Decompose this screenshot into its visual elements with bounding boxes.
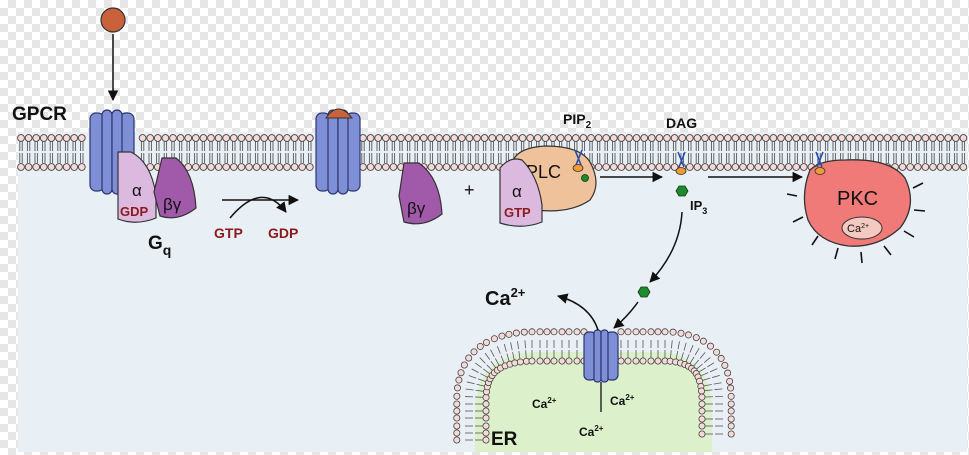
- g-alpha-label: α: [132, 181, 142, 200]
- pkc-calcium-site: [841, 216, 883, 240]
- g-beta-gamma-label: βγ: [163, 195, 182, 214]
- free-beta-gamma-label: βγ: [407, 199, 426, 218]
- pkc-enzyme: [803, 159, 912, 247]
- ip3-receptor-channel: [583, 329, 619, 383]
- pkc-label: PKC: [837, 188, 878, 210]
- exchange-arrow-curve: [229, 196, 287, 219]
- pkc-calcium-label: Ca2+: [847, 223, 869, 235]
- ligand: [100, 7, 126, 33]
- plc-label: PLC: [526, 162, 561, 182]
- bound-ligand: [325, 108, 354, 119]
- pip2-label: PIP2: [563, 111, 592, 131]
- gdp-label-bound: GDP: [120, 204, 149, 219]
- cytosolic-calcium-label: Ca2+: [485, 285, 526, 310]
- er-membrane: [453, 328, 735, 444]
- g-alpha-subunit: [117, 151, 157, 223]
- er-calcium-label-left: Ca2+: [532, 396, 557, 411]
- pkc-dag-anchor: [814, 151, 826, 175]
- gtp-bound-label: GTP: [504, 205, 531, 220]
- pkc-activity-rays: [786, 182, 926, 264]
- er-lumen: [475, 352, 712, 452]
- ip3-label: IP3: [690, 198, 707, 216]
- g-beta-gamma-subunit: [153, 157, 197, 219]
- gq-label: Gq: [148, 233, 171, 258]
- calcium-release-arrow: [556, 293, 599, 331]
- ip3-to-channel-arrow: [613, 301, 639, 329]
- active-alpha-label: α: [512, 182, 522, 201]
- er-calcium-label-bottom: Ca2+: [579, 424, 604, 439]
- gpcr-label: GPCR: [12, 104, 67, 125]
- dag-label: DAG: [666, 115, 697, 131]
- er-calcium-label-right: Ca2+: [610, 393, 635, 408]
- plasma-membrane: [17, 134, 968, 171]
- ip3-second-molecule: [637, 286, 651, 298]
- ip3-to-er-arrow: [649, 211, 683, 283]
- er-label: ER: [491, 429, 518, 450]
- gtp-in-label: GTP: [214, 225, 243, 241]
- gpcr-receptor-activated: [315, 109, 361, 195]
- plus-sign: +: [464, 180, 475, 200]
- pip2-lipid: [572, 149, 589, 182]
- gdp-out-label: GDP: [268, 225, 298, 241]
- active-g-alpha: [499, 158, 543, 227]
- free-beta-gamma: [398, 162, 443, 225]
- ip3-molecule: [675, 185, 689, 197]
- dag-lipid: [675, 151, 687, 175]
